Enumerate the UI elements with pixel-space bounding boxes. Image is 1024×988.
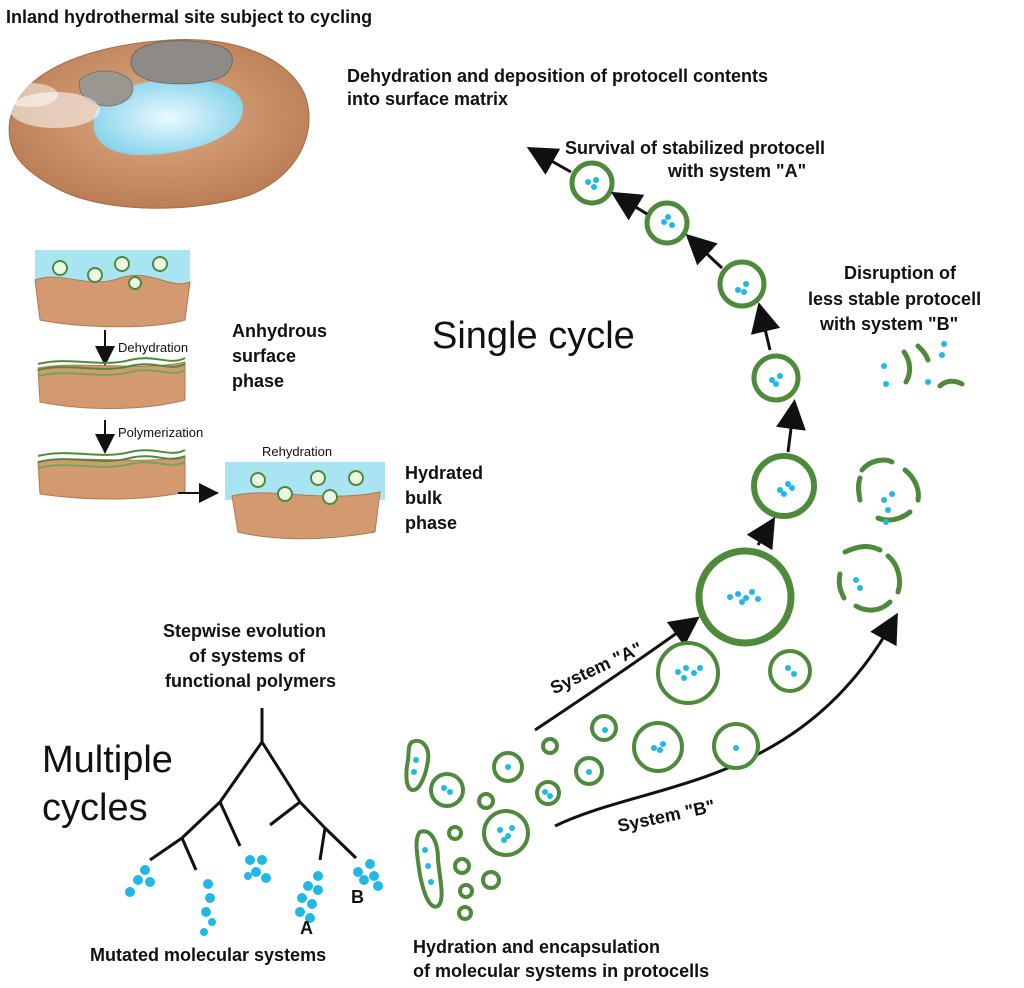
disruption-label-line3: with system "B" — [820, 314, 959, 334]
stepwise-label-line3: functional polymers — [165, 671, 337, 691]
mutated-molecule-clusters — [125, 855, 383, 936]
disrupted-protocells — [836, 343, 965, 613]
cycle-arrows — [526, 147, 806, 551]
marker-b: B — [351, 887, 364, 907]
stepwise-label-line1: Stepwise evolution — [163, 621, 327, 641]
polymerization-step-label: Polymerization — [118, 425, 204, 440]
hydrothermal-pool-illustration — [2, 39, 310, 209]
mutated-systems-label: Mutated molecular systems — [90, 945, 327, 965]
panel-dehydrated-layers — [37, 357, 186, 409]
released-molecules — [853, 341, 947, 591]
surviving-protocell-chain — [569, 160, 817, 647]
encapsulated-molecules — [411, 665, 797, 885]
evolution-tree — [149, 708, 358, 871]
system-a-arrow — [534, 616, 700, 732]
anhydrous-label-line1: Anhydrous — [232, 321, 328, 341]
single-cycle-title: Single cycle — [432, 315, 635, 357]
surviving-molecules — [585, 177, 795, 605]
marker-a: A — [300, 918, 313, 938]
panel-rehydrated — [225, 462, 385, 540]
hydration-label-line2: of molecular systems in protocells — [413, 961, 710, 981]
stepwise-label-line2: of systems of — [189, 646, 306, 666]
survival-label-line1: Survival of stabilized protocell — [565, 138, 826, 158]
hydrated-label-line1: Hydrated — [405, 463, 484, 483]
inland-site-label: Inland hydrothermal site subject to cycl… — [6, 7, 373, 27]
anhydrous-label-line3: phase — [232, 371, 285, 391]
encapsulation-protocells — [404, 641, 812, 921]
deposition-label-line2: into surface matrix — [347, 89, 509, 109]
dehydration-step-label: Dehydration — [118, 340, 189, 355]
disruption-label-line2: less stable protocell — [808, 289, 982, 309]
hydration-label-line1: Hydration and encapsulation — [413, 937, 661, 957]
deposition-label-line1: Dehydration and deposition of protocell … — [347, 66, 769, 86]
panel-polymerized-layers — [37, 449, 186, 500]
disruption-label-line1: Disruption of — [844, 263, 956, 283]
panel-hydrated-vesicles — [34, 250, 191, 328]
survival-label-line2: with system "A" — [668, 161, 807, 181]
hydrated-label-line3: phase — [405, 513, 458, 533]
multiple-cycles-title-line2: cycles — [42, 787, 148, 829]
rehydration-step-label: Rehydration — [262, 444, 333, 459]
system-b-arrow — [554, 612, 898, 828]
multiple-cycles-title-line1: Multiple — [42, 739, 173, 781]
anhydrous-label-line2: surface — [232, 346, 297, 366]
hydrated-label-line2: bulk — [405, 488, 443, 508]
